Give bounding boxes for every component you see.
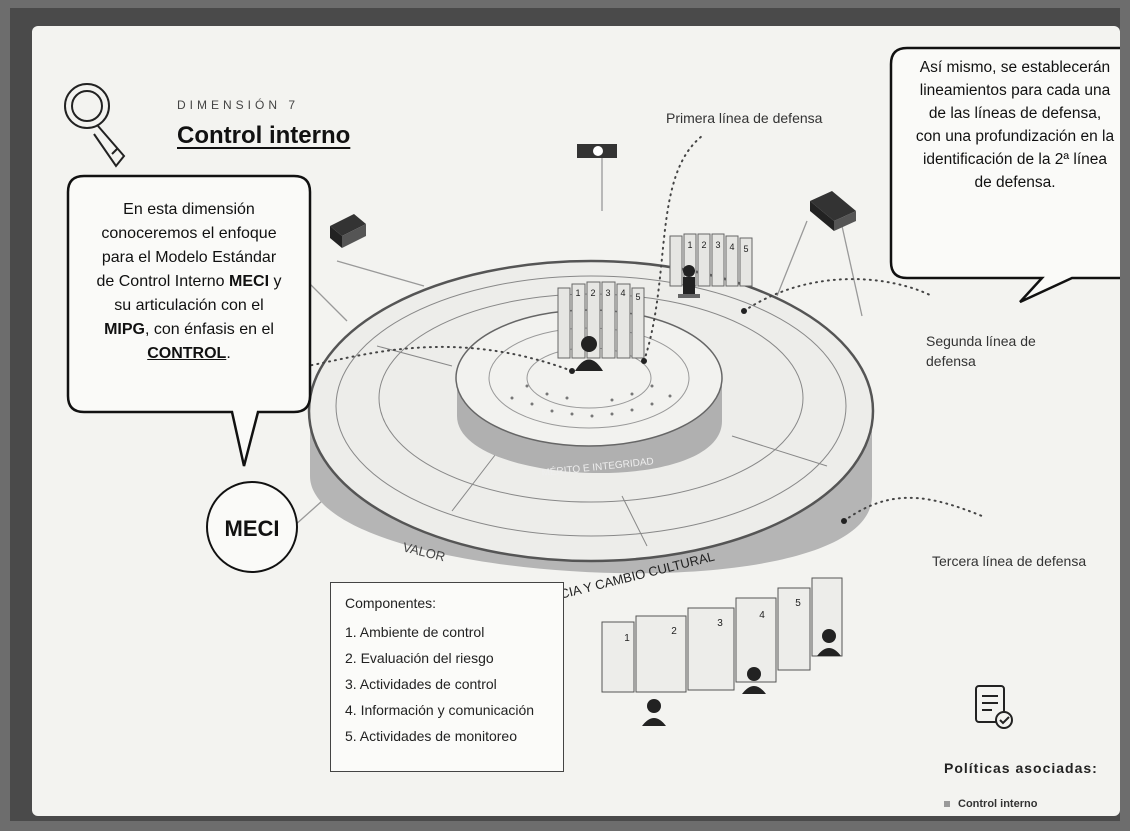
camera-icon-top: [577, 144, 617, 158]
callout-left-line: de Control Interno MECI y: [96, 273, 282, 290]
callout-left-line: En esta dimensión: [123, 201, 255, 218]
components-title: Componentes:: [345, 595, 437, 611]
person-icon-center: [575, 336, 603, 371]
callout-left-bubble: [66, 174, 312, 467]
meci-circle: [206, 481, 298, 573]
front-panel-number: 3: [717, 618, 723, 629]
inner-panel-number: 3: [605, 288, 610, 298]
third-defense-label: Tercera línea de defensa: [932, 553, 1087, 569]
callout-left-text: En esta dimensión conoceremos el enfoque…: [70, 198, 308, 366]
dimension-label: DIMENSIÓN 7: [177, 98, 300, 112]
front-panels: [601, 577, 843, 693]
person-icon-bottom-2: [742, 667, 766, 694]
person-icon-upper: [678, 265, 700, 298]
front-panel-number: 1: [624, 633, 630, 644]
callout-right-line: de las líneas de defensa,: [928, 105, 1102, 122]
inner-panels: [557, 281, 645, 359]
person-icon-bottom-1: [642, 699, 666, 726]
policies-title: Políticas asociadas:: [944, 760, 1098, 776]
components-box: Componentes: 1. Ambiente de control 2. E…: [330, 582, 564, 772]
component-item: 4. Información y comunicación: [345, 702, 535, 718]
image-frame: 1 2 3 4 5 1 2 3 4 5: [10, 8, 1120, 821]
component-item: 1. Ambiente de control: [345, 624, 485, 640]
callout-left-line: su articulación con el: [114, 297, 264, 314]
components-list: 1. Ambiente de control 2. Evaluación del…: [345, 619, 534, 749]
callout-right-line: lineamientos para cada una: [919, 82, 1111, 99]
first-defense-label: Primera línea de defensa: [666, 110, 823, 126]
policy-item: Control interno: [958, 798, 1038, 810]
callout-left-line: MIPG, con énfasis en el: [104, 321, 274, 338]
callout-right-bubble: [889, 46, 1120, 304]
component-item: 3. Actividades de control: [345, 676, 497, 692]
callout-left-line: para el Modelo Estándar: [101, 249, 277, 266]
callout-right-line: identificación de la 2ª línea: [922, 151, 1108, 168]
inner-panel-number: 5: [635, 292, 640, 302]
callout-right-line: de defensa.: [974, 174, 1056, 191]
page-title: Control interno: [177, 122, 351, 149]
component-item: 2. Evaluación del riesgo: [345, 650, 494, 666]
policy-bullet: [944, 801, 950, 807]
component-item: 5. Actividades de monitoreo: [345, 728, 517, 744]
upper-panels: [669, 233, 753, 287]
person-icon-bottom-3: [817, 629, 841, 656]
camera-icon-right: [810, 191, 856, 231]
meci-diagram: 1 2 3 4 5 1 2 3 4 5: [64, 46, 1120, 729]
callout-right-text: Así mismo, se establecerán lineamientos …: [900, 56, 1120, 194]
document-check-icon: [975, 685, 1013, 729]
inner-panel-number: 4: [620, 288, 625, 298]
upper-panel-number: 4: [729, 242, 734, 252]
upper-panel-number: 1: [687, 240, 692, 250]
callout-left-line: CONTROL.: [147, 345, 231, 362]
front-panel-number: 4: [759, 610, 765, 621]
meci-label: MECI: [224, 516, 280, 541]
inner-panel-number: 2: [590, 288, 595, 298]
inner-panel-number: 1: [575, 288, 580, 298]
callout-right-line: con una profundización en la: [915, 128, 1115, 145]
callout-left-line: conoceremos el enfoque: [101, 225, 277, 242]
infographic-page: 1 2 3 4 5 1 2 3 4 5: [32, 26, 1120, 816]
upper-panel-number: 2: [701, 240, 706, 250]
callout-right-line: Así mismo, se establecerán: [919, 59, 1111, 76]
second-defense-label: Segunda línea de defensa: [926, 333, 1036, 369]
magnifier-icon: [64, 83, 126, 168]
front-panel-number: 2: [671, 626, 677, 637]
upper-panel-number: 5: [743, 244, 748, 254]
upper-panel-number: 3: [715, 240, 720, 250]
camera-icon-left: [330, 214, 366, 248]
front-panel-number: 5: [795, 598, 801, 609]
